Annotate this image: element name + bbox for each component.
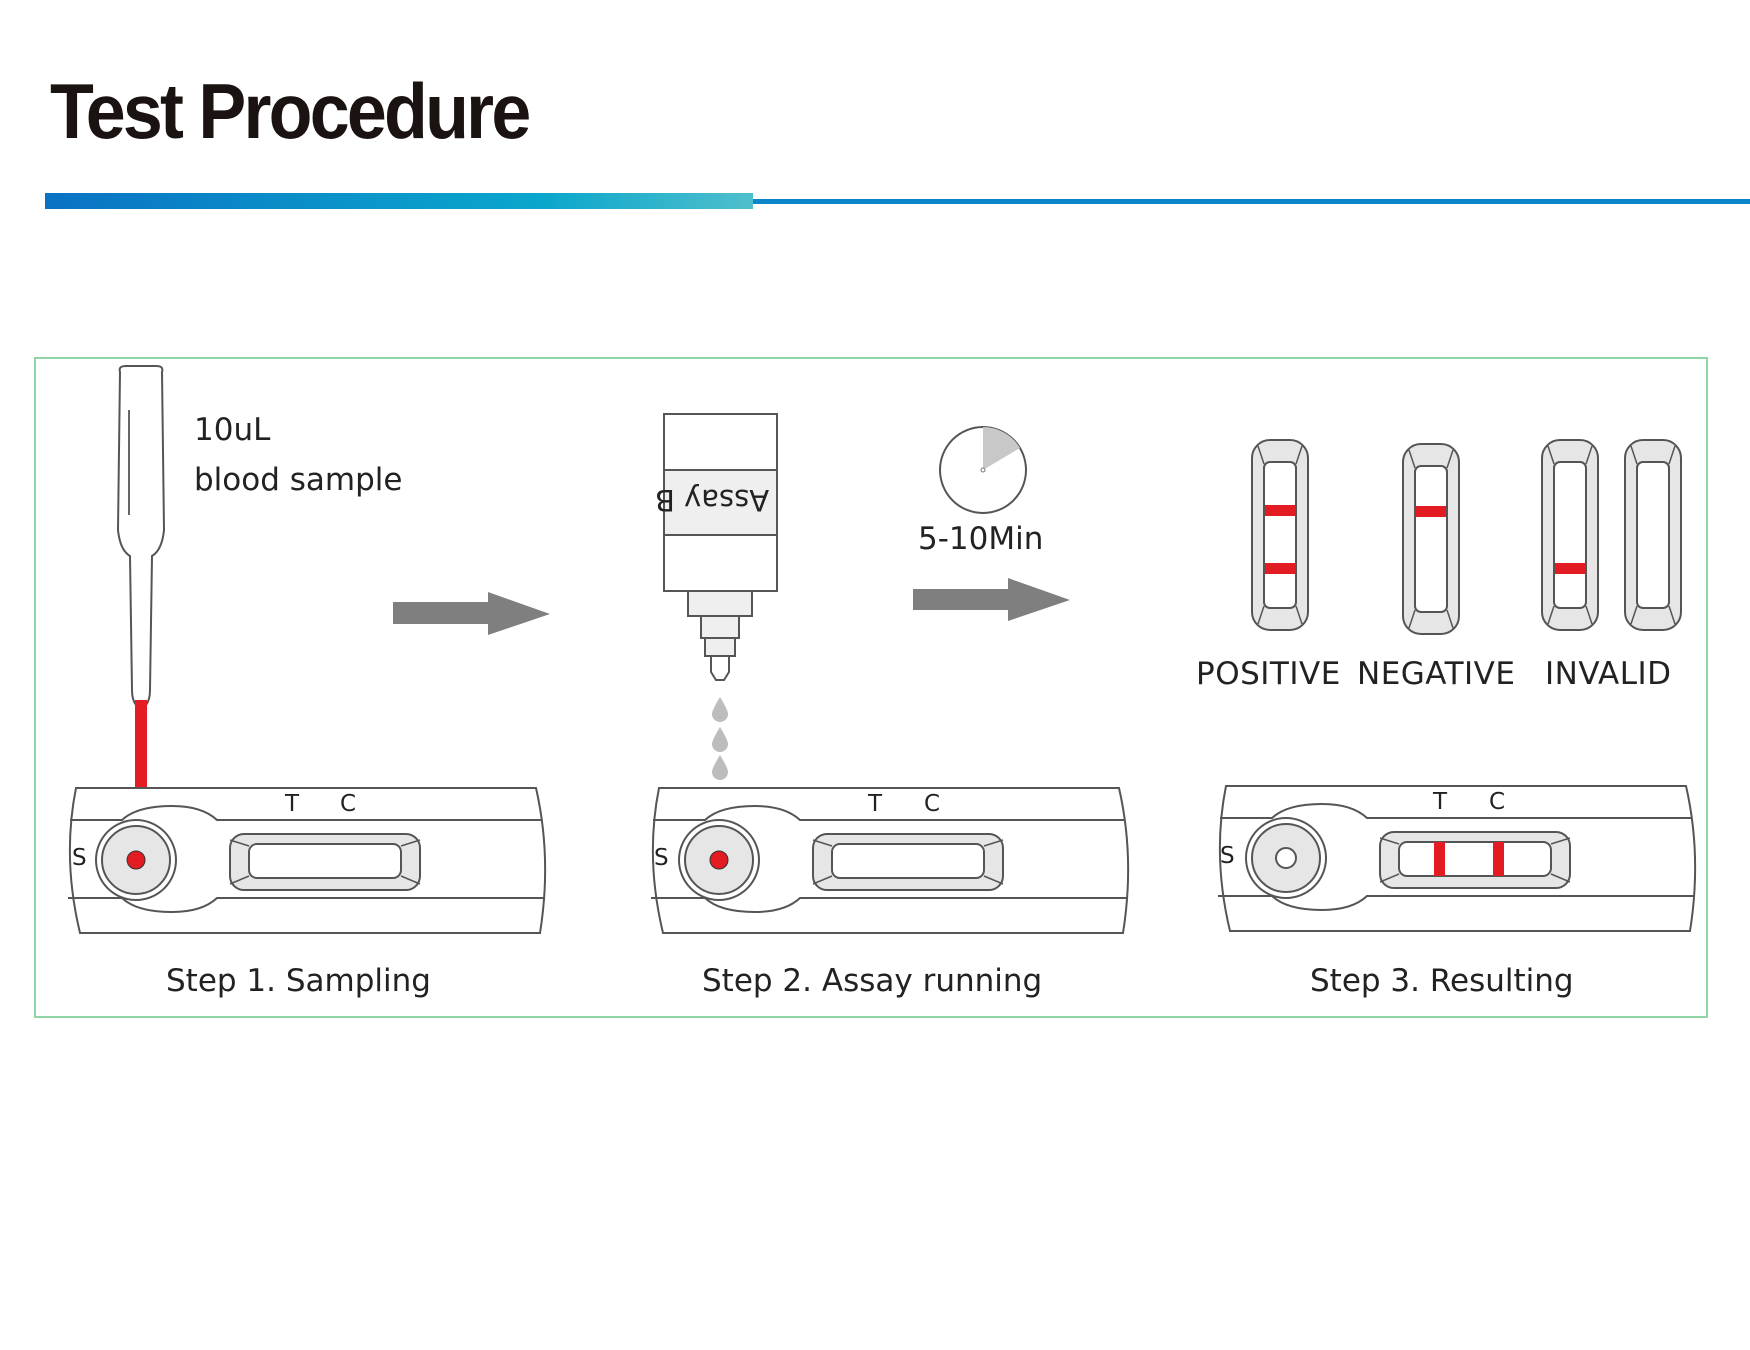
sample-well-label: S	[654, 845, 669, 871]
test-line	[1555, 563, 1585, 574]
result-label-negative: NEGATIVE	[1357, 656, 1516, 692]
test-line-label: T	[868, 791, 883, 817]
sample-well-label: S	[72, 845, 87, 871]
cassette-step1	[67, 787, 547, 934]
step1-caption: Step 1. Sampling	[166, 963, 431, 999]
timer-label: 5-10Min	[918, 521, 1044, 557]
timer-icon	[939, 426, 1027, 514]
bottle-label: Assay B	[655, 483, 769, 517]
control-line-label: C	[1489, 789, 1506, 815]
procedure-panel	[34, 357, 1708, 1018]
sample-text: blood sample	[194, 462, 403, 498]
control-line	[1416, 506, 1446, 517]
title-underline-rule	[753, 199, 1750, 204]
control-line-label: C	[924, 791, 941, 817]
strip-invalid-a	[1541, 439, 1599, 631]
assay-buffer-bottle-icon: Assay B	[655, 413, 778, 681]
strip-positive	[1251, 439, 1309, 631]
blood-column	[135, 700, 147, 802]
strip-invalid-b	[1624, 439, 1682, 631]
page-title: Test Procedure	[50, 67, 531, 155]
cassette-step3	[1217, 785, 1697, 932]
arrow-right-icon	[393, 592, 550, 635]
strip-negative	[1402, 443, 1460, 635]
result-label-positive: POSITIVE	[1196, 656, 1341, 692]
pipette-icon	[116, 365, 166, 802]
test-line-label: T	[285, 791, 300, 817]
cassette-step2	[650, 787, 1130, 934]
sample-volume-label: 10uL blood sample	[194, 405, 402, 505]
blood-drop	[126, 850, 146, 870]
test-line	[1265, 563, 1295, 574]
test-line	[1434, 842, 1445, 876]
blood-drop	[709, 850, 729, 870]
drops-icon	[712, 697, 728, 780]
control-line	[1265, 505, 1295, 516]
result-label-invalid: INVALID	[1545, 656, 1672, 692]
step2-caption: Step 2. Assay running	[702, 963, 1043, 999]
volume-text: 10uL	[194, 412, 271, 448]
control-line-label: C	[340, 791, 357, 817]
step3-caption: Step 3. Resulting	[1310, 963, 1574, 999]
test-line-label: T	[1433, 789, 1448, 815]
control-line	[1493, 842, 1504, 876]
sample-well-label: S	[1220, 843, 1235, 869]
title-underline-accent	[45, 193, 753, 209]
arrow-right-icon	[913, 578, 1070, 621]
